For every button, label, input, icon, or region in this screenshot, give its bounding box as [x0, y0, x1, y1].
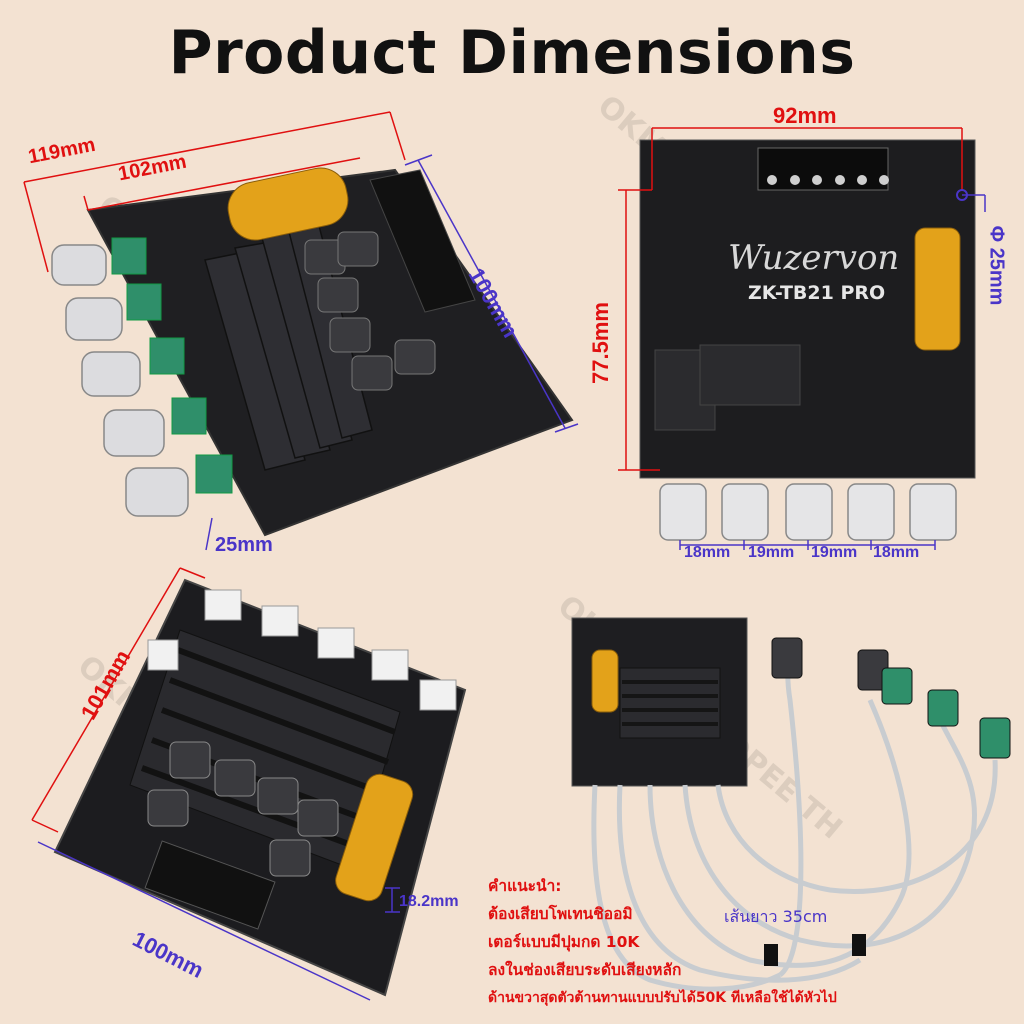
page-title: Product Dimensions: [168, 18, 856, 88]
connector: [317, 627, 355, 659]
dim-25mm-height: 25mm: [215, 534, 273, 556]
cable: [682, 718, 978, 949]
connector: [371, 649, 409, 681]
capacitor: [914, 227, 961, 351]
knob: [65, 297, 123, 341]
board-bottom-view: [31, 567, 467, 1001]
knob: [51, 244, 107, 286]
dim-92mm: 92mm: [773, 103, 837, 128]
cable: [715, 759, 998, 894]
cable-tie: [852, 934, 866, 956]
cable-length-label: เส้นยาว 35cm: [724, 907, 828, 926]
capacitor: [227, 167, 349, 241]
potentiometer: [771, 637, 803, 679]
knob: [81, 351, 141, 397]
dim-knob-spacing-4: 18mm: [873, 544, 920, 561]
cable-tie: [764, 944, 778, 966]
board-with-cables: [571, 617, 1011, 992]
note-line: ด้านขวาสุดตัวต้านทานแบบปรับได้50K ทีเหลื…: [488, 990, 837, 1006]
dim-knob-spacing-1: 18mm: [684, 544, 731, 561]
note-line: ลงในช่องเสียบระดับเสียงหลัก: [488, 961, 682, 979]
board-angled-view: [23, 111, 579, 551]
potentiometer: [111, 237, 147, 275]
connector: [204, 589, 242, 621]
knob: [659, 483, 707, 541]
note-line: ต้องเสียบโพเทนชิออมิ: [488, 905, 633, 923]
cable: [616, 784, 862, 983]
model-name: ZK-TB21 PRO: [748, 282, 886, 304]
brand-name: Wuzervon: [728, 238, 900, 278]
knob: [847, 483, 895, 541]
connector: [419, 679, 457, 711]
note-line: เตอร์แบบมีปุมกด 10K: [488, 933, 640, 951]
potentiometer: [881, 667, 913, 705]
cable: [591, 784, 782, 992]
instruction-note: คำแนะนำ: ต้องเสียบโพเทนชิออมิ เตอร์แบบมี…: [488, 872, 837, 1012]
dim-77-5mm: 77.5mm: [587, 302, 613, 384]
knob: [103, 409, 165, 457]
board-top-view: [618, 127, 986, 550]
dim-knob-spacing-2: 19mm: [748, 544, 795, 561]
potentiometer: [149, 337, 185, 375]
potentiometer: [979, 717, 1011, 759]
knob: [785, 483, 833, 541]
knob: [909, 483, 957, 541]
knob: [721, 483, 769, 541]
potentiometer: [171, 397, 207, 435]
capacitor: [335, 773, 414, 902]
dim-knob-diameter: Φ 25mm: [985, 225, 1008, 306]
knob: [125, 467, 189, 517]
potentiometer: [195, 454, 233, 494]
dim-18-2mm: 18.2mm: [399, 893, 459, 910]
connector: [261, 605, 299, 637]
potentiometer: [126, 283, 162, 321]
note-heading: คำแนะนำ:: [488, 877, 562, 895]
cable: [647, 698, 912, 968]
connector: [147, 639, 179, 671]
potentiometer: [927, 689, 959, 727]
dim-knob-spacing-3: 19mm: [811, 544, 858, 561]
